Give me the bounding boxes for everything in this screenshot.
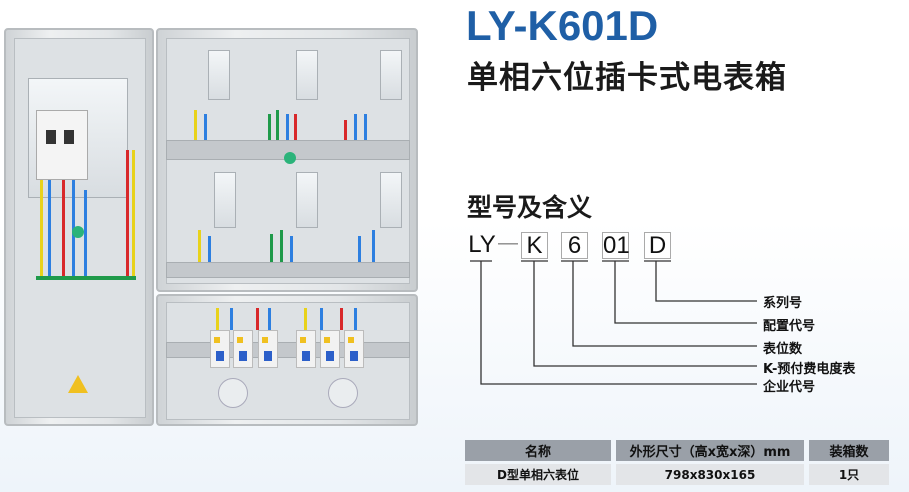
table-row: D型单相六表位 798x830x165 1只	[465, 464, 889, 485]
code-part-6: 6	[561, 232, 588, 259]
header-name: 名称	[465, 440, 611, 461]
header-packing: 装箱数	[809, 440, 889, 461]
product-photo	[4, 28, 418, 428]
warning-sign-icon	[68, 375, 88, 393]
code-part-01: 01	[602, 232, 630, 259]
product-model-title: LY-K601D	[466, 2, 659, 49]
label-config-code: 配置代号	[763, 319, 816, 334]
label-prepaid-meter: K-预付费电度表	[763, 362, 856, 377]
main-breaker	[36, 110, 88, 180]
cell-dimensions: 798x830x165	[616, 464, 804, 485]
code-part-k: K	[521, 232, 548, 259]
product-name: 单相六位插卡式电表箱	[467, 60, 787, 96]
header-dimensions: 外形尺寸（高x宽x深）mm	[616, 440, 804, 461]
code-part-d: D	[644, 232, 671, 259]
cell-packing: 1只	[809, 464, 889, 485]
code-separator: —	[498, 232, 518, 254]
label-series: 系列号	[763, 296, 803, 311]
breaker-compartment	[156, 294, 418, 426]
left-door	[4, 28, 154, 426]
model-meaning-heading: 型号及含义	[467, 193, 593, 222]
spec-table: 名称 外形尺寸（高x宽x深）mm 装箱数 D型单相六表位 798x830x165…	[460, 437, 894, 488]
meter-compartment	[156, 28, 418, 292]
label-meter-count: 表位数	[763, 342, 803, 357]
cell-name: D型单相六表位	[465, 464, 611, 485]
code-part-ly: LY	[468, 231, 496, 258]
label-company-code: 企业代号	[763, 380, 816, 395]
